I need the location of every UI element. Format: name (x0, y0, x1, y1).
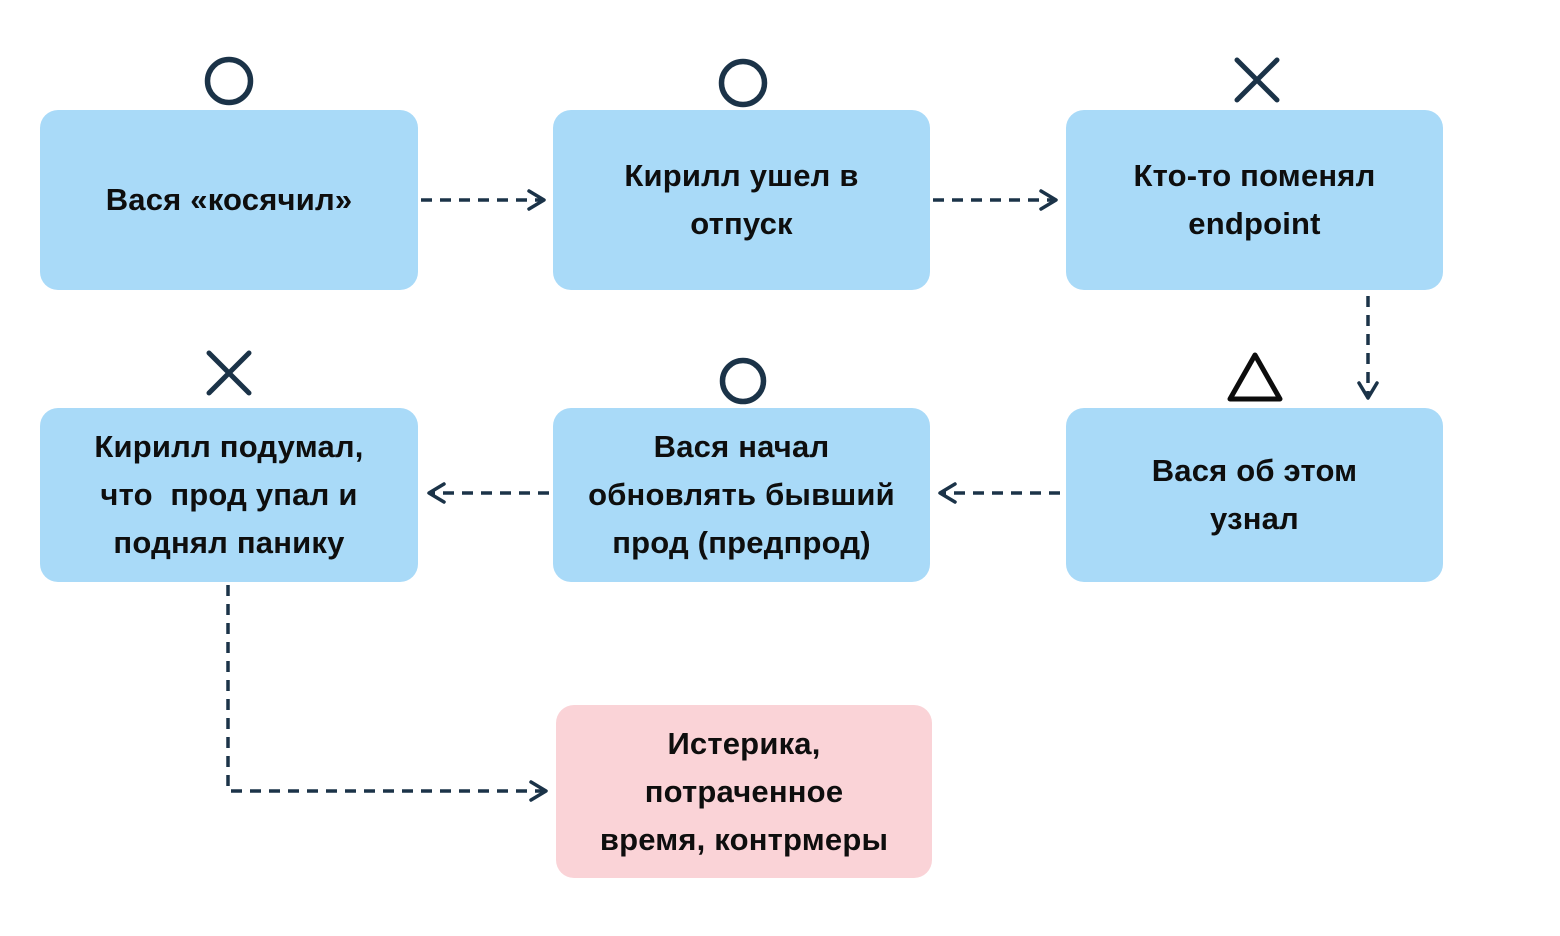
cross-icon (206, 350, 252, 396)
node-label: Истерика, потраченное время, контрмеры (599, 725, 889, 857)
node-label: Вася начал обновлять бывший прод (предпр… (588, 429, 895, 560)
node-label: Кирилл ушел в отпуск (624, 158, 859, 241)
cross-icon (1234, 57, 1280, 103)
edge-panic-to-outcome (226, 585, 548, 802)
circle-icon (718, 58, 768, 108)
node-label: Вася об этом узнал (1151, 453, 1358, 536)
node-vasya-kosyachil: Вася «косячил» (40, 110, 418, 290)
node-label: Кто-то поменял endpoint (1133, 158, 1376, 241)
triangle-icon (1227, 352, 1283, 402)
node-outcome: Истерика, потраченное время, контрмеры (556, 705, 932, 878)
node-label: Вася «косячил» (105, 182, 353, 217)
node-vasya-update-preprod: Вася начал обновлять бывший прод (предпр… (553, 408, 930, 582)
node-kirill-panic: Кирилл подумал, что прод упал и поднял п… (40, 408, 418, 582)
node-endpoint-changed: Кто-то поменял endpoint (1066, 110, 1443, 290)
circle-icon (719, 357, 767, 405)
node-label: Кирилл подумал, что прод упал и поднял п… (94, 429, 364, 560)
circle-icon (204, 56, 254, 106)
node-kirill-otpusk: Кирилл ушел в отпуск (553, 110, 930, 290)
node-vasya-found-out: Вася об этом узнал (1066, 408, 1443, 582)
